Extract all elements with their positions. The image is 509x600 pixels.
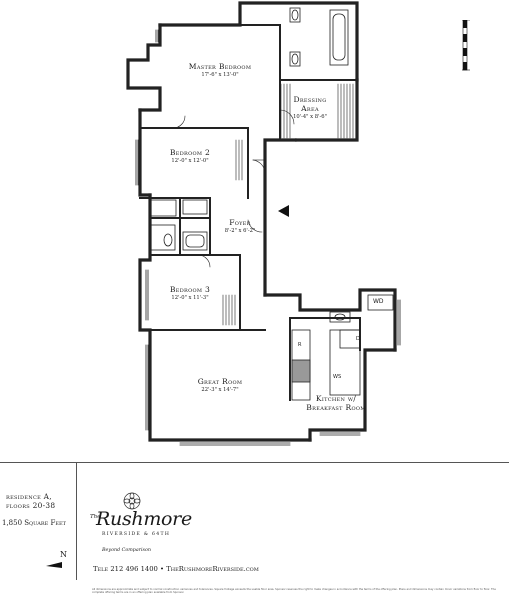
north-arrow-icon — [46, 562, 62, 568]
footer-divider — [0, 462, 509, 463]
footer-vertical-divider — [76, 462, 77, 580]
brand-subtitle: RIVERSIDE & 64TH — [102, 532, 171, 537]
room-name: Foyer — [229, 218, 251, 227]
brand-the: The — [90, 514, 101, 520]
room-name: Dressing Area — [293, 95, 327, 113]
brand-name: Rushmore — [96, 508, 192, 530]
refrigerator-tag: R — [298, 342, 302, 348]
square-footage: 1,850 Square Feet — [2, 519, 66, 527]
room-name: Master Bedroom — [188, 62, 252, 71]
room-name: Kitchen w/ Breakfast Room — [306, 394, 366, 412]
residence-label: residence A, floors 20-38 — [6, 492, 55, 510]
room-kitchen: Kitchen w/ Breakfast Room — [306, 394, 366, 412]
north-label: N — [60, 550, 67, 559]
room-dims: 10'-4" x 8'-6" — [293, 114, 327, 120]
north-arrow: N — [44, 550, 70, 570]
residence-line-2: floors 20-38 — [6, 501, 56, 510]
contact-info: Tele 212 496 1400 • TheRushmoreRiverside… — [93, 565, 259, 573]
room-name: Bedroom 3 — [169, 285, 211, 294]
room-dressing-area: Dressing Area 10'-4" x 8'-6" — [282, 95, 338, 120]
room-dims: 8'-2" x 6'-2" — [224, 228, 256, 234]
rosette-icon — [123, 492, 141, 510]
room-name: Bedroom 2 — [169, 148, 211, 157]
room-dims: 12'-0" x 12'-0" — [171, 158, 209, 164]
room-dims: 17'-6" x 13'-0" — [201, 72, 239, 78]
dishwasher-tag: D — [356, 336, 360, 342]
entry-arrow-icon — [278, 205, 289, 217]
washer-dryer-tag: WD — [373, 298, 384, 305]
wine-storage-tag: WS — [333, 374, 342, 380]
room-bedroom-2: Bedroom 2 12'-0" x 12'-0" — [150, 148, 230, 164]
room-great-room: Great Room 22'-3" x 14'-7" — [180, 377, 260, 393]
room-dims: 22'-3" x 14'-7" — [201, 387, 239, 393]
room-name: Great Room — [197, 377, 243, 386]
brand-tagline: Beyond Comparison — [102, 548, 151, 553]
floor-plan — [126, 1, 401, 446]
room-bedroom-3: Bedroom 3 12'-0" x 11'-3" — [150, 285, 230, 301]
room-foyer: Foyer 8'-2" x 6'-2" — [215, 218, 265, 234]
legal-disclaimer: All dimensions are approximate and subje… — [92, 588, 496, 595]
room-master-bedroom: Master Bedroom 17'-6" x 13'-0" — [170, 62, 270, 78]
residence-line-1: residence A, — [6, 492, 52, 501]
scale-bar — [458, 19, 472, 94]
room-dims: 12'-0" x 11'-3" — [171, 295, 209, 301]
